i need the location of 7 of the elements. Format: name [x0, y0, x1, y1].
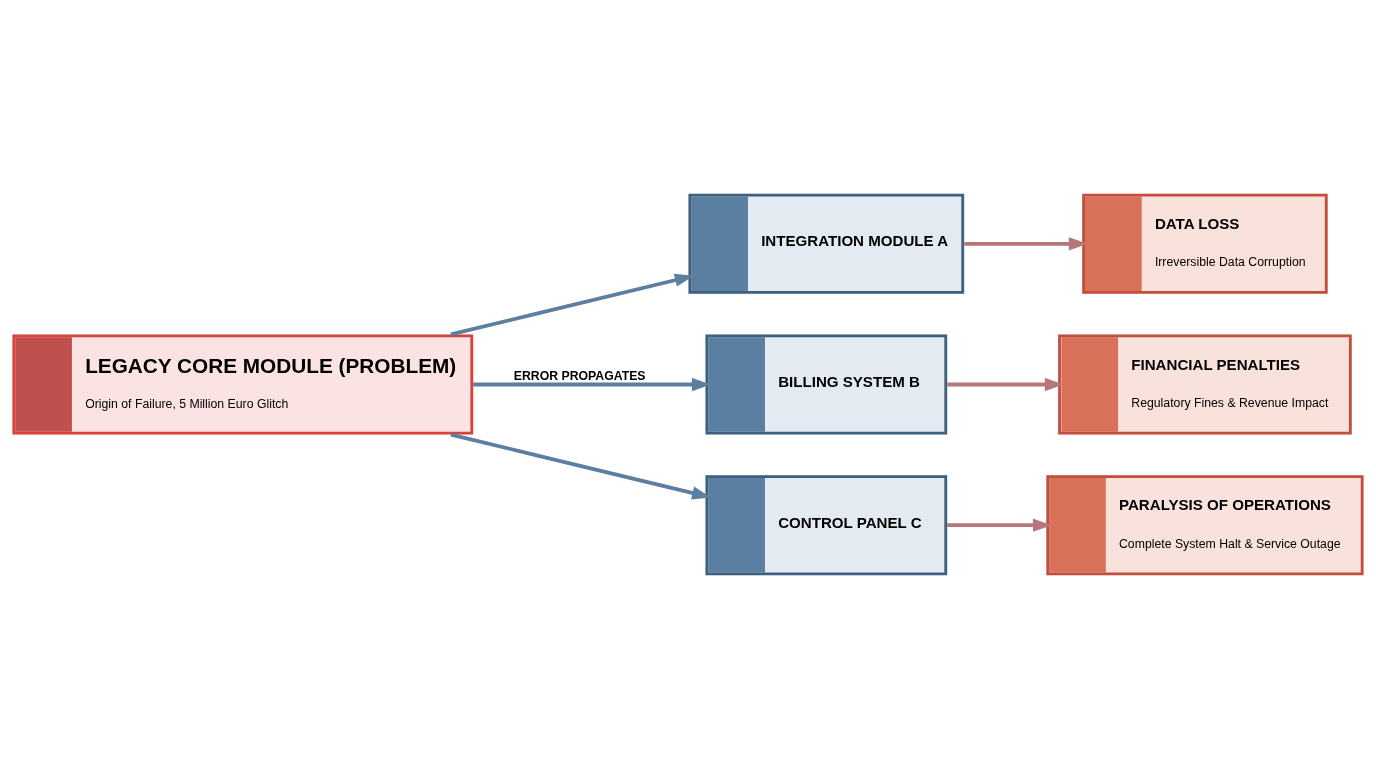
- arrow: [450, 273, 694, 336]
- edge-label: ERROR PROPAGATES: [513, 368, 646, 383]
- arrow: [947, 377, 1064, 391]
- arrow: [473, 377, 711, 391]
- arrow: [450, 432, 711, 499]
- arrow: [964, 236, 1088, 250]
- arrow: [947, 518, 1052, 532]
